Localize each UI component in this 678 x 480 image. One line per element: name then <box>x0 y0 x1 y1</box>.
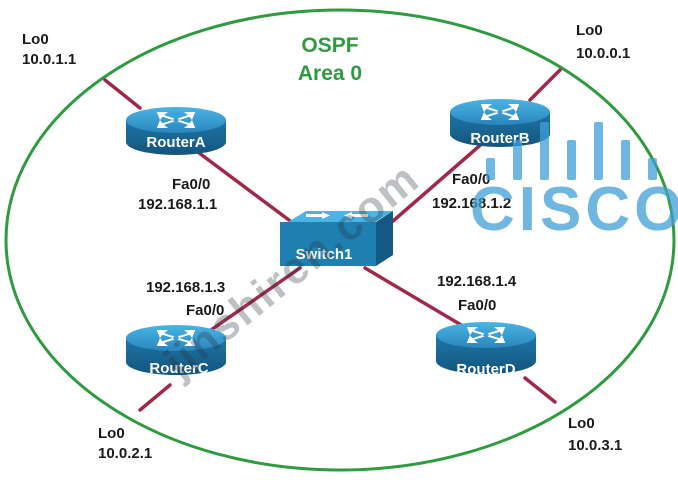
router-d-top <box>436 322 536 348</box>
link-routerb-lo0 <box>528 68 562 102</box>
switch-1-name: Switch1 <box>296 246 353 263</box>
link-routera-lo0 <box>103 78 142 110</box>
routera-lo-label: Lo0 <box>22 31 49 48</box>
routerc-fa-ip: 192.168.1.3 <box>146 279 225 296</box>
routerc-fa-label: Fa0/0 <box>186 302 224 319</box>
switch-1-side <box>376 211 393 266</box>
routerc-lo-ip: 10.0.2.1 <box>98 445 152 462</box>
routerb-fa-ip: 192.168.1.2 <box>432 195 511 212</box>
switch-1-front <box>280 222 376 266</box>
routerb-lo-ip: 10.0.0.1 <box>576 45 630 62</box>
router-c-top <box>126 325 226 351</box>
routerb-lo-label: Lo0 <box>576 22 603 39</box>
area-title: OSPF <box>301 34 358 57</box>
routerb-fa-label: Fa0/0 <box>452 171 490 188</box>
switch-1: Switch1 <box>280 211 393 266</box>
router-d: RouterD <box>436 322 536 378</box>
routerc-lo-label: Lo0 <box>98 425 125 442</box>
switch-1-arrows-icon <box>306 212 368 219</box>
switch-1-top <box>288 211 393 222</box>
routerd-lo-ip: 10.0.3.1 <box>568 437 622 454</box>
cisco-bars-icon <box>486 122 657 180</box>
link-routerc-lo0 <box>138 383 172 412</box>
routerd-fa-ip: 192.168.1.4 <box>437 273 517 290</box>
router-d-name: RouterD <box>456 361 515 378</box>
router-c-name: RouterC <box>149 360 208 377</box>
router-b: RouterB <box>450 99 550 147</box>
routera-fa-ip: 192.168.1.1 <box>138 196 217 213</box>
router-a: RouterA <box>126 107 226 155</box>
area-subtitle: Area 0 <box>298 62 362 85</box>
routera-lo-ip: 10.0.1.1 <box>22 51 76 68</box>
ospf-area-boundary <box>4 8 676 472</box>
cisco-logo-watermark: CISCO <box>470 122 678 244</box>
router-a-name: RouterA <box>146 134 205 151</box>
router-b-top <box>450 99 550 125</box>
cisco-brand-text: CISCO <box>470 175 678 244</box>
routera-fa-label: Fa0/0 <box>172 176 210 193</box>
routerd-fa-label: Fa0/0 <box>458 297 496 314</box>
router-a-top <box>126 107 226 133</box>
router-c: RouterC <box>126 325 226 377</box>
link-routerd-lo0 <box>523 376 557 404</box>
routerd-lo-label: Lo0 <box>568 415 595 432</box>
